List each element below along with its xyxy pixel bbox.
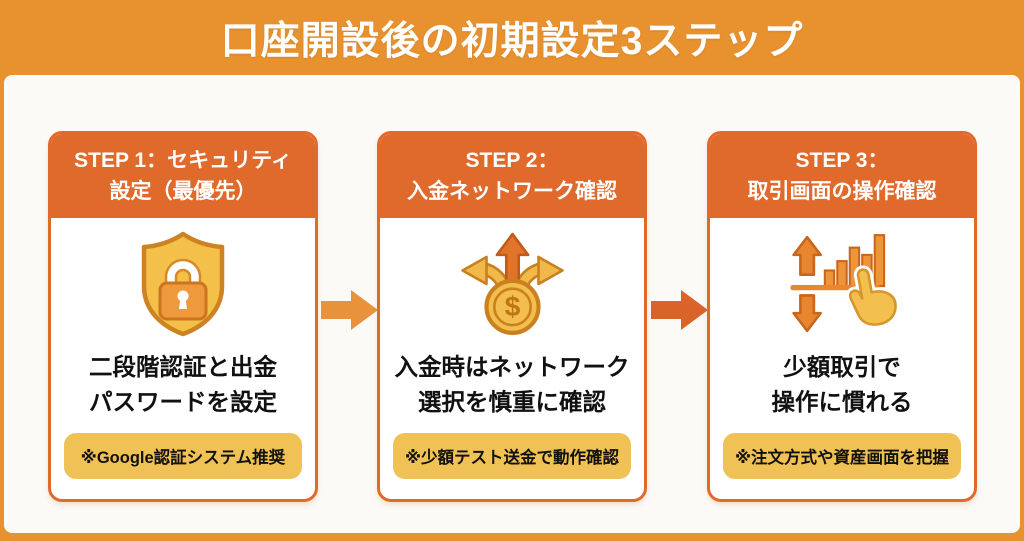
step-1-description-line2: パスワードを設定 (89, 389, 277, 415)
step-2-card: STEP 2： 入金ネットワーク確認 $ 入金時はネットワーク 選択を慎重に確認… (377, 131, 647, 502)
page-title: 口座開設後の初期設定3ステップ (220, 19, 804, 63)
step-1-card: STEP 1：セキュリティ 設定（最優先） 二段階認証と出金 パスワードを設定 … (48, 131, 318, 502)
step-3-card: STEP 3： 取引画面の操作確認 少額取引で 操作に慣れる ※注文方式や資産画… (707, 131, 977, 502)
step-2-note-badge: ※少額テスト送金で動作確認 (393, 433, 631, 479)
step-2-header: STEP 2： 入金ネットワーク確認 (380, 134, 644, 218)
step-3-description-line1: 少額取引で (783, 354, 901, 380)
svg-text:$: $ (504, 291, 520, 322)
trading-chart-hand-icon (710, 224, 974, 344)
step-3-header-line1: STEP 3： (795, 149, 889, 172)
step-3-description-line2: 操作に慣れる (771, 389, 913, 415)
step-1-header-line2: 設定（最優先） (109, 180, 257, 203)
step-2-description-line1: 入金時はネットワーク (394, 354, 630, 380)
step-3-description: 少額取引で 操作に慣れる (710, 350, 974, 420)
step-1-header-line1: STEP 1：セキュリティ (74, 149, 292, 172)
flow-arrow-2-icon (651, 290, 708, 330)
title-banner: 口座開設後の初期設定3ステップ (0, 0, 1024, 75)
step-2-header-line2: 入金ネットワーク確認 (407, 180, 617, 203)
coin-network-arrows-icon: $ (380, 224, 644, 344)
step-2-description: 入金時はネットワーク 選択を慎重に確認 (380, 350, 644, 420)
flow-arrow-1-icon (321, 290, 378, 330)
step-1-header: STEP 1：セキュリティ 設定（最優先） (51, 134, 315, 218)
step-1-description-line1: 二段階認証と出金 (89, 354, 277, 380)
step-2-header-line1: STEP 2： (465, 149, 559, 172)
shield-lock-icon (51, 224, 315, 344)
step-3-header: STEP 3： 取引画面の操作確認 (710, 134, 974, 218)
step-1-description: 二段階認証と出金 パスワードを設定 (51, 350, 315, 420)
step-3-header-line2: 取引画面の操作確認 (747, 180, 937, 203)
step-3-note-badge: ※注文方式や資産画面を把握 (723, 433, 961, 479)
step-1-note-badge: ※Google認証システム推奨 (64, 433, 302, 479)
step-2-description-line2: 選択を慎重に確認 (418, 389, 606, 415)
